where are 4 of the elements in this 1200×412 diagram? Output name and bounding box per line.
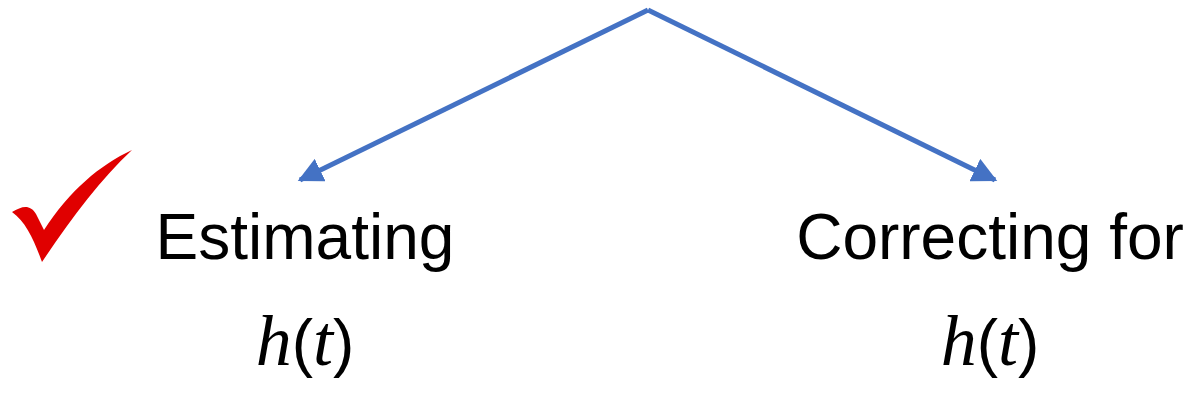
arrow [297, 7, 650, 183]
node-label: Estimating h(t) [154, 200, 456, 383]
node-label: Correcting for h(t) [795, 200, 1185, 383]
arrow [646, 7, 998, 183]
